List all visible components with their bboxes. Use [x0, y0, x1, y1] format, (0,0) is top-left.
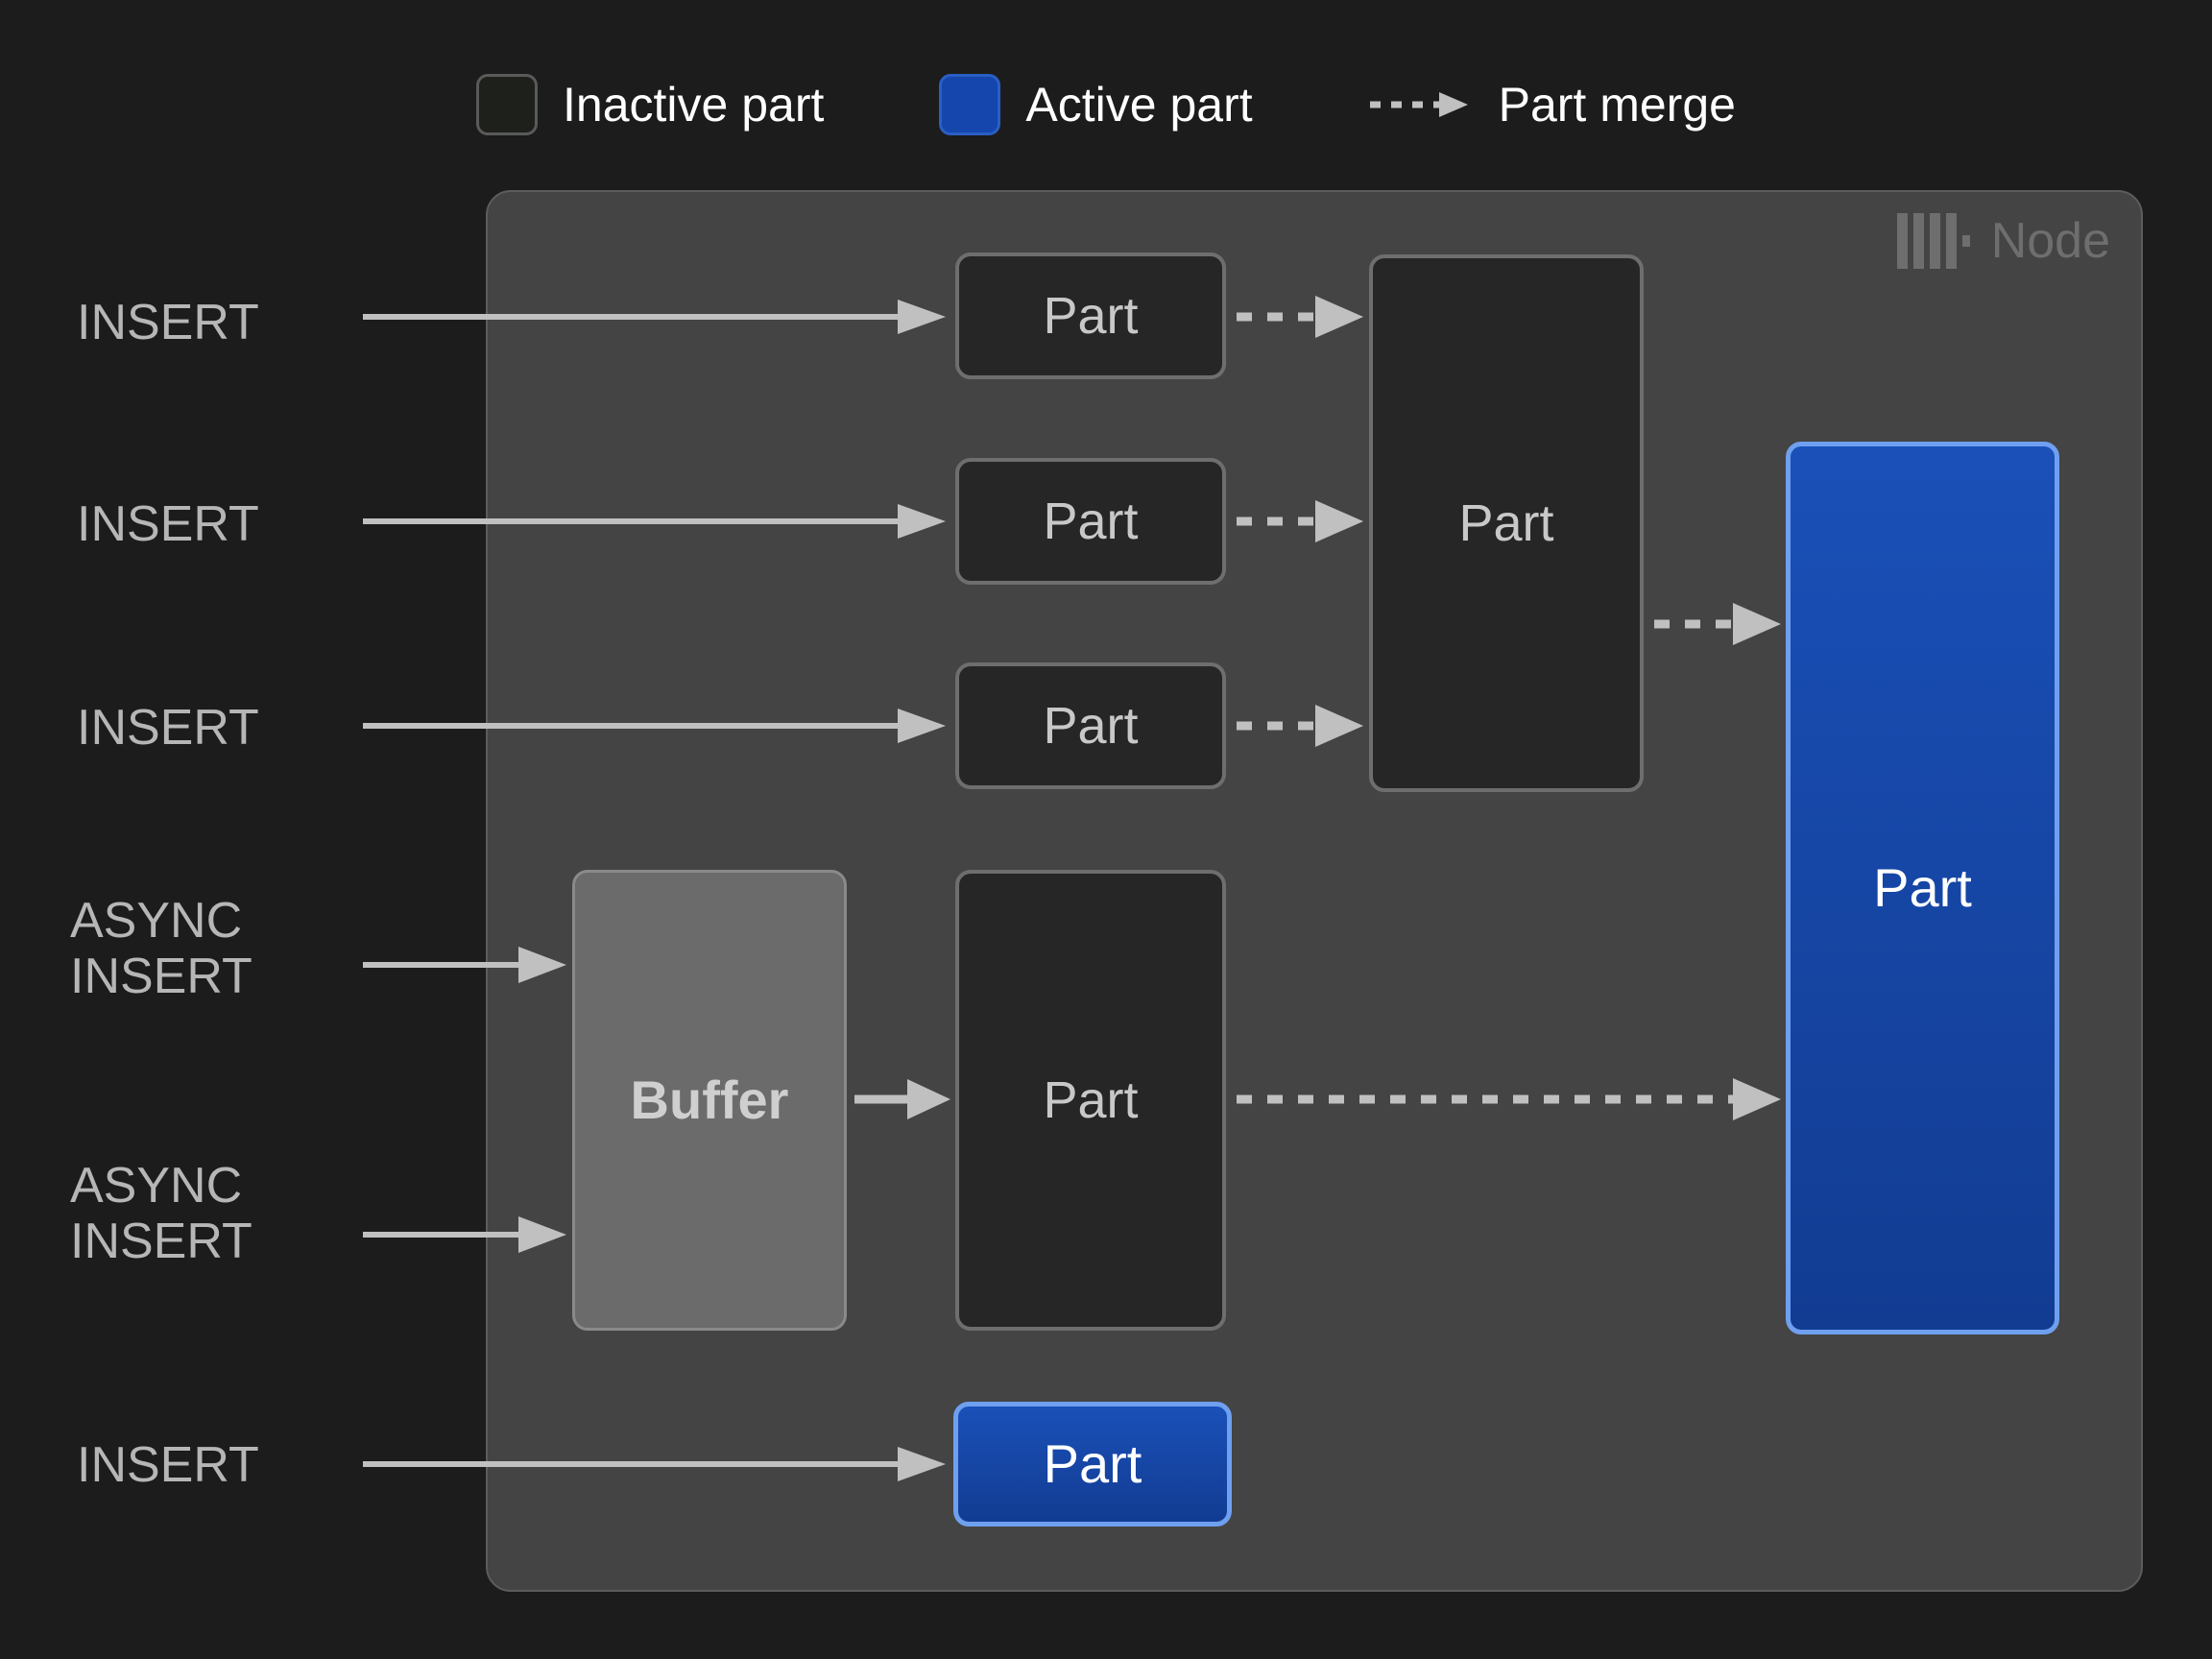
- flow-label-insert-2: INSERT: [77, 496, 259, 552]
- inactive-part-swatch-icon: [476, 74, 539, 135]
- part-box-row-3[interactable]: Part: [955, 662, 1226, 789]
- active-part-box-small[interactable]: Part: [953, 1402, 1232, 1527]
- dashed-arrow-icon: [1369, 92, 1468, 117]
- part-box-label: Part: [1873, 857, 1972, 918]
- part-box-label: Part: [1043, 287, 1139, 345]
- legend-label-active-part: Active part: [1025, 78, 1253, 132]
- node-badge: Node: [1896, 213, 2110, 269]
- flow-label-insert-1: INSERT: [77, 295, 259, 350]
- flow-label-async-insert-1: ASYNC INSERT: [70, 893, 252, 1005]
- part-box-row-2[interactable]: Part: [955, 458, 1226, 585]
- buffer-box-label: Buffer: [630, 1070, 789, 1130]
- active-part-swatch-icon: [939, 74, 1001, 135]
- flow-label-async-insert-2: ASYNC INSERT: [70, 1158, 252, 1270]
- part-box-label: Part: [1458, 494, 1554, 552]
- part-box-label: Part: [1043, 1071, 1139, 1129]
- legend-spacer-1: [824, 105, 939, 106]
- active-part-box-large[interactable]: Part: [1786, 442, 2059, 1334]
- part-box-row-1[interactable]: Part: [955, 252, 1226, 379]
- flow-label-insert-4: INSERT: [77, 1437, 259, 1493]
- legend: Inactive part Active part Part merge: [0, 61, 2212, 148]
- clickhouse-logo-icon: [1896, 213, 1970, 269]
- merged-part-box[interactable]: Part: [1369, 254, 1644, 792]
- legend-label-part-merge: Part merge: [1498, 78, 1736, 132]
- buffer-part-box[interactable]: Part: [955, 870, 1226, 1331]
- legend-item-inactive-part: Inactive part: [476, 74, 824, 135]
- buffer-box[interactable]: Buffer: [572, 870, 847, 1331]
- legend-item-part-merge: Part merge: [1368, 81, 1736, 129]
- legend-item-active-part: Active part: [939, 74, 1253, 135]
- node-label: Node: [1990, 213, 2110, 269]
- part-box-label: Part: [1043, 493, 1139, 550]
- legend-spacer-2: [1253, 105, 1368, 106]
- legend-label-inactive-part: Inactive part: [563, 78, 825, 132]
- part-box-label: Part: [1043, 697, 1139, 755]
- flow-label-insert-3: INSERT: [77, 700, 259, 756]
- part-box-label: Part: [1043, 1433, 1142, 1494]
